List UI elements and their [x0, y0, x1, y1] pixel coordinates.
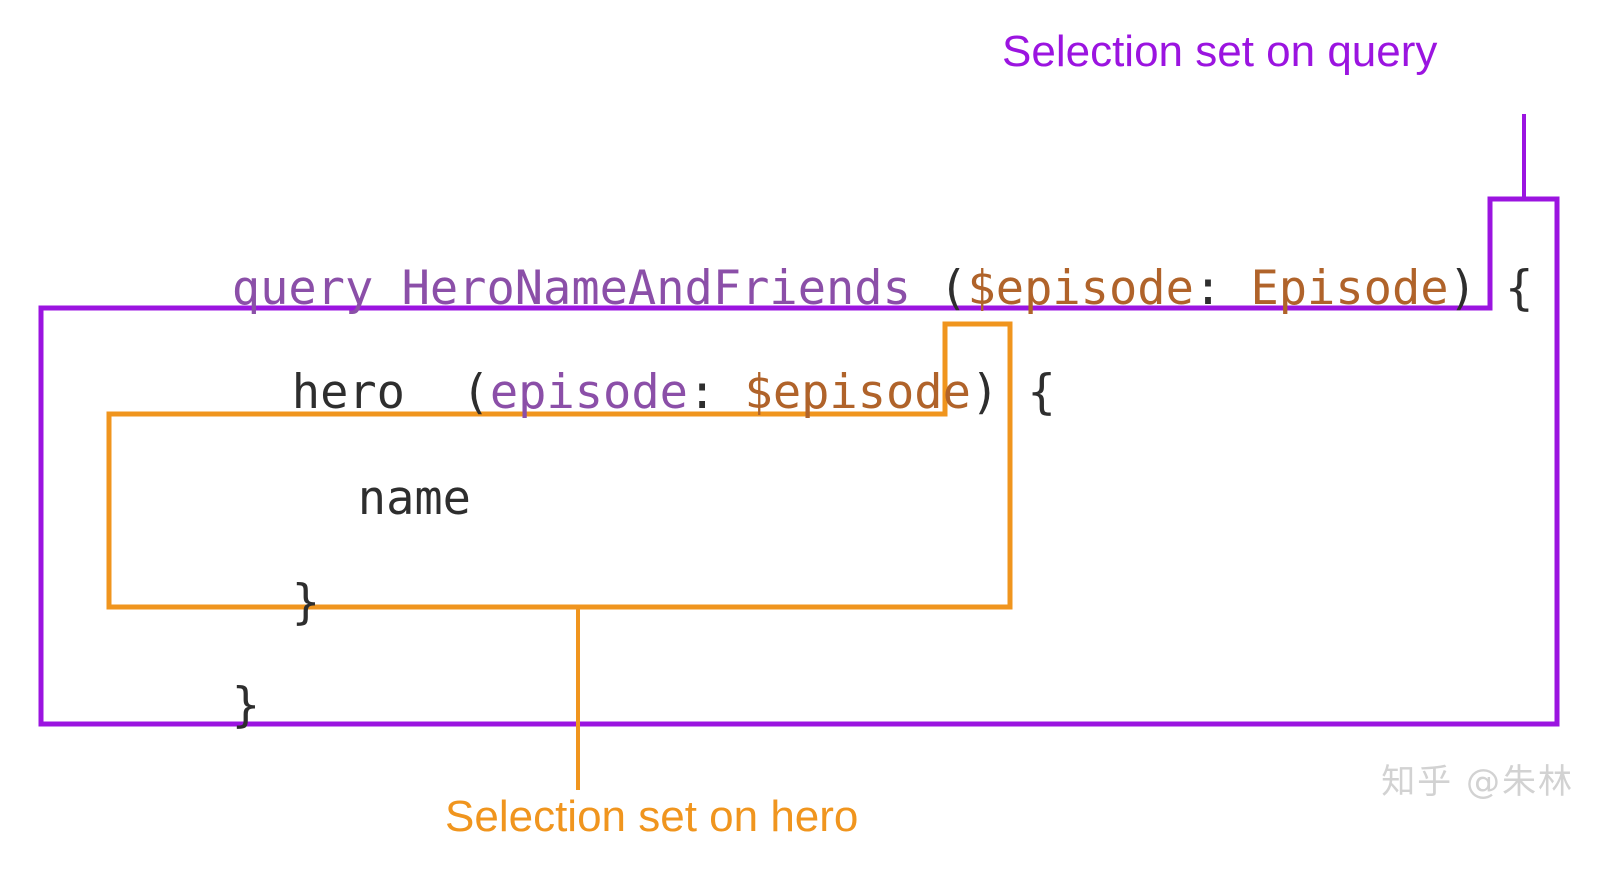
code-line-2: hero (episode: $episode) { [122, 322, 1056, 463]
watermark: 知乎 @朱林 [1381, 762, 1574, 802]
token-keyword-query: query [231, 261, 402, 316]
token-variable-episode-def: $episode [967, 261, 1194, 316]
token-paren-open-2: ( [461, 365, 490, 420]
token-paren-open-1: ( [939, 261, 968, 316]
token-paren-close-1: ) [1448, 261, 1506, 316]
token-argument-episode: episode [489, 365, 688, 420]
token-field-hero: hero [291, 365, 462, 420]
token-colon-1: : [1193, 261, 1251, 316]
token-operation-name: HeroNameAndFriends [401, 261, 940, 316]
hero-selection-set-label: Selection set on hero [445, 792, 859, 841]
token-brace-close-query: } [231, 678, 261, 733]
token-field-name: name [357, 471, 471, 526]
query-selection-set-label: Selection set on query [1002, 27, 1438, 76]
token-colon-2: : [687, 365, 745, 420]
code-line-4: } [122, 532, 320, 673]
token-paren-close-2: ) [970, 365, 1028, 420]
code-line-1: query HeroNameAndFriends ($episode: Epis… [62, 218, 1534, 359]
token-brace-open-hero: { [1027, 365, 1056, 420]
token-type-episode: Episode [1250, 261, 1449, 316]
code-line-3: name [188, 428, 471, 569]
token-variable-episode-use: $episode [744, 365, 971, 420]
token-brace-open-query: { [1505, 261, 1534, 316]
token-brace-close-hero: } [291, 575, 321, 630]
code-line-5: } [62, 635, 260, 776]
